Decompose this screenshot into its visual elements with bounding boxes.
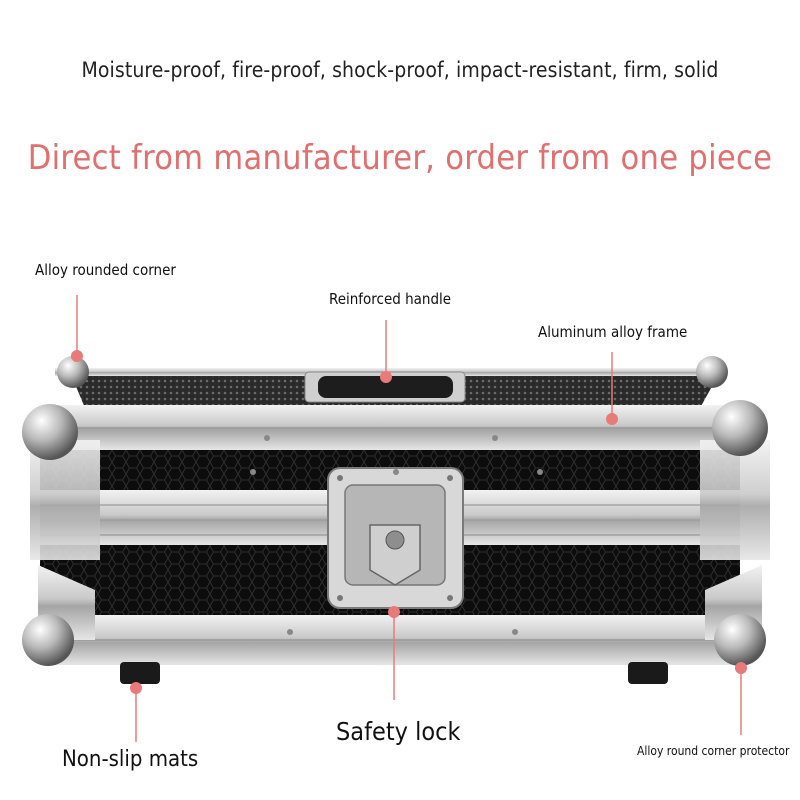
corner-plates bbox=[30, 440, 770, 640]
headline-manufacturer: Direct from manufacturer, order from one… bbox=[27, 138, 773, 178]
callout-safety-lock: Safety lock bbox=[336, 717, 461, 746]
headline-features: Moisture-proof, fire-proof, shock-proof,… bbox=[81, 58, 719, 82]
callout-aluminum-alloy-frame: Aluminum alloy frame bbox=[538, 323, 688, 341]
safety-lock bbox=[327, 467, 464, 609]
callout-alloy-rounded-corner: Alloy rounded corner bbox=[35, 261, 176, 279]
callout-non-slip-mats: Non-slip mats bbox=[62, 747, 199, 772]
callout-round-corner-protector: Alloy round corner protector bbox=[637, 744, 790, 758]
ball-corners bbox=[22, 356, 768, 666]
callout-markers bbox=[71, 295, 747, 742]
callout-reinforced-handle: Reinforced handle bbox=[329, 290, 452, 308]
rivets bbox=[250, 435, 543, 635]
non-slip-feet bbox=[120, 662, 668, 684]
handle bbox=[304, 371, 466, 403]
